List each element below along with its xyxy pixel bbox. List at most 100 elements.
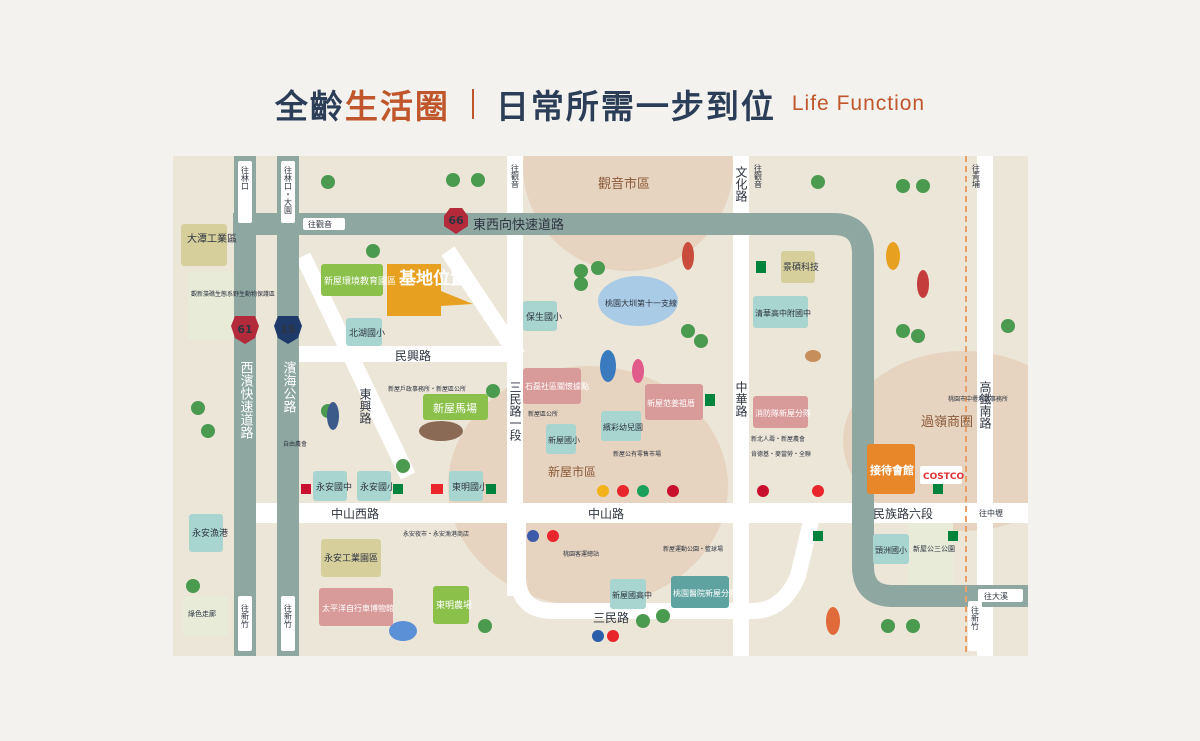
place-labels: 基地位置 大潭工業區 新屋環境教育園區 北湖國小 新屋馬場 永安國中 永安國小 … [181, 176, 973, 626]
site-label: 基地位置 [398, 268, 467, 289]
jingshuo-label: 景碩科技 [783, 261, 819, 273]
dir-xinzhu-3: 往新竹 [971, 605, 980, 631]
dapi-label: 桃園大圳第十一支線 [605, 298, 677, 308]
page-title: 全齡生活圈 日常所需一步到位 Life Function [0, 80, 1200, 128]
dir-guanyin-3: 往觀音 [754, 163, 763, 189]
dir-linkou-2: 往林口・大園 [284, 165, 293, 215]
route-15-text: 15 [280, 323, 295, 336]
sports-text: 新屋運動公園・籃球場 [663, 545, 723, 553]
sales-label: 接待會館 [870, 463, 914, 477]
road-west-coast-expressway: 西濱快速道路 [238, 361, 254, 439]
route-61-text: 61 [237, 323, 252, 336]
beihu-label: 北湖國小 [349, 328, 385, 339]
canal-pond [598, 276, 678, 326]
xinwu-park-label: 新屋公三公園 [913, 544, 955, 553]
seven-icon [756, 261, 766, 273]
ok-icon [431, 484, 443, 494]
yongan-es-label: 永安國小 [360, 481, 396, 493]
pizza-icon [812, 485, 824, 497]
yongan-harbor-label: 永安漁港 [192, 527, 228, 539]
title-english: Life Function [791, 92, 926, 115]
px-icon [607, 630, 619, 642]
market-text: 新屋公有零售市場 [613, 450, 661, 458]
major-roads [233, 156, 1028, 656]
fire-label: 消防隊新屋分隊 [755, 408, 811, 418]
road-sanmin-sec1: 三民路一段 [508, 381, 522, 442]
title-part-2: 生活圈 [344, 87, 450, 126]
dir-xinzhu-2: 往新竹 [284, 603, 293, 629]
road-minzu-sec6: 民族路六段 [873, 506, 933, 521]
yongan-jh-label: 永安國中 [316, 481, 352, 493]
shi-community-label: 石磊社區關懷據點 [525, 381, 589, 391]
datan-label: 大潭工業區 [187, 232, 237, 245]
seven-icon [486, 484, 496, 494]
illustrations [327, 242, 929, 641]
px-icon [757, 485, 769, 497]
road-dongxing: 東興路 [358, 388, 372, 425]
green-corridor-zone [183, 596, 228, 636]
bank-icon [547, 530, 559, 542]
dongming-farm-label: 東明農場 [436, 599, 472, 611]
title-part-1: 全齡 [274, 87, 345, 126]
road-zhonghua: 中華路 [734, 380, 748, 418]
yongan-ind-label: 永安工業園區 [324, 552, 378, 564]
road-minxing: 民興路 [395, 348, 431, 363]
fanjiang-label: 新屋范姜祖厝 [647, 398, 695, 408]
route-66-text: 66 [448, 214, 464, 227]
road-wenhua: 文化路 [734, 165, 748, 203]
xinwu-police-text: 新屋區公所 [528, 410, 558, 418]
dir-xinzhu-1: 往新竹 [241, 603, 250, 629]
title-divider [471, 89, 474, 119]
right-strip-text: 桃園市中壢地政事務所 [948, 395, 1008, 403]
sports2-text: 桃園客運總站 [563, 550, 599, 558]
area-map[interactable]: 66 61 15 東西向快速道路 西濱快速道路 濱海公路 民興路 東興路 三民路… [173, 156, 1028, 656]
farmer-assoc-text: 自由農會 [283, 440, 307, 448]
xinwu-town-label: 新屋市區 [548, 464, 596, 479]
seven-icon [393, 484, 403, 494]
guanyin-label: 觀音市區 [598, 176, 650, 192]
road-sanmin: 三民路 [593, 610, 629, 625]
road-zhongshan: 中山路 [588, 506, 624, 521]
px-icon [667, 485, 679, 497]
baosheng-label: 保生國小 [526, 311, 562, 323]
bank-icon [592, 630, 604, 642]
shops-a-text: 新北人壽・新屋農會 [751, 435, 805, 443]
title-part-3: 日常所需一步到位 [495, 87, 776, 126]
road-east-west-expressway: 東西向快速道路 [473, 217, 564, 233]
minor-roads [248, 156, 1028, 656]
road-hsr-south: 高鐵南路 [978, 380, 992, 430]
hospital-label: 桃園醫院新屋分院 [673, 588, 737, 598]
costco-label: COSTCO [923, 472, 964, 482]
road-coastal-highway: 濱海公路 [281, 361, 297, 413]
ecology-zone [188, 271, 233, 341]
route-66-badge: 66 [444, 208, 468, 234]
seven-icon [301, 484, 311, 494]
route-61-badge: 61 [231, 316, 259, 344]
dongming-es-label: 東明國小 [452, 481, 488, 493]
dir-daxi: 往大溪 [984, 591, 1008, 601]
horse-label: 新屋馬場 [433, 401, 477, 415]
dir-zhongli: 往中壢 [979, 508, 1003, 518]
direction-signs: 往林口 往林口・大園 往觀音 往觀音 往觀音 往青埔 往中壢 往大溪 往新竹 往… [238, 161, 1023, 651]
seven-icon [948, 531, 958, 541]
small-annotations: 新屋戶政事務所・新屋區公所 自由農會 新屋區公所 永安夜市・永安漁港商店 新屋公… [283, 385, 1008, 558]
road-zhongshan-west: 中山西路 [331, 506, 379, 521]
edu-park-label: 新屋環境教育園區 [324, 275, 396, 287]
touzhou-label: 頭洲國小 [875, 546, 907, 555]
route-15-badge: 15 [274, 316, 302, 344]
dir-qingpu: 往青埔 [972, 163, 981, 188]
household-office-text: 新屋戶政事務所・新屋區公所 [388, 385, 466, 393]
store-icons [301, 261, 958, 642]
trees [186, 173, 1015, 633]
family-icon [637, 485, 649, 497]
park-zone [908, 516, 953, 586]
green-corridor-label: 綠色走廊 [188, 609, 216, 618]
bike-museum-label: 太平洋自行車博物館 [322, 603, 394, 613]
night-market-text: 永安夜市・永安漁港商店 [403, 530, 469, 538]
seven-icon [933, 484, 943, 494]
xinwu-hs-label: 新屋國高中 [612, 590, 652, 600]
shops-b-text: 肯德基・麥當勞・全聯 [751, 450, 811, 458]
kfc-icon [617, 485, 629, 497]
ecology-label: 觀新藻礁生態系野生動物保護區 [191, 290, 275, 298]
dir-guanyin-1: 往觀音 [308, 219, 332, 229]
